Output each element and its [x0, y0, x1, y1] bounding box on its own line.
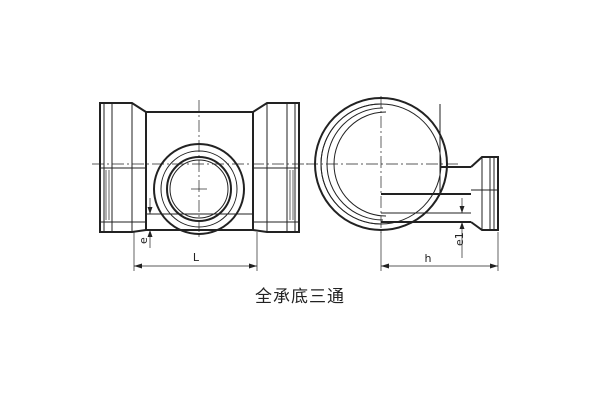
- dimension-h: h: [380, 232, 499, 271]
- side-view: e1 h: [306, 96, 499, 271]
- dimension-e-label: e: [137, 237, 150, 244]
- front-view: e L: [92, 100, 308, 271]
- front-center-lines: [92, 100, 308, 240]
- dimension-l-label: L: [193, 251, 200, 264]
- main-pipe-body: [145, 111, 254, 231]
- dimension-e1: e1: [453, 198, 466, 258]
- dimension-e1-label: e1: [453, 232, 466, 246]
- side-branch-outlet: [381, 104, 499, 231]
- dimension-h-label: h: [425, 252, 432, 265]
- left-socket: [99, 102, 147, 233]
- right-socket: [252, 102, 300, 233]
- diagram-caption: 全承底三通: [255, 287, 345, 307]
- dimension-l: L: [133, 232, 258, 271]
- side-center-lines: [306, 96, 458, 236]
- dimension-e: e: [137, 198, 153, 248]
